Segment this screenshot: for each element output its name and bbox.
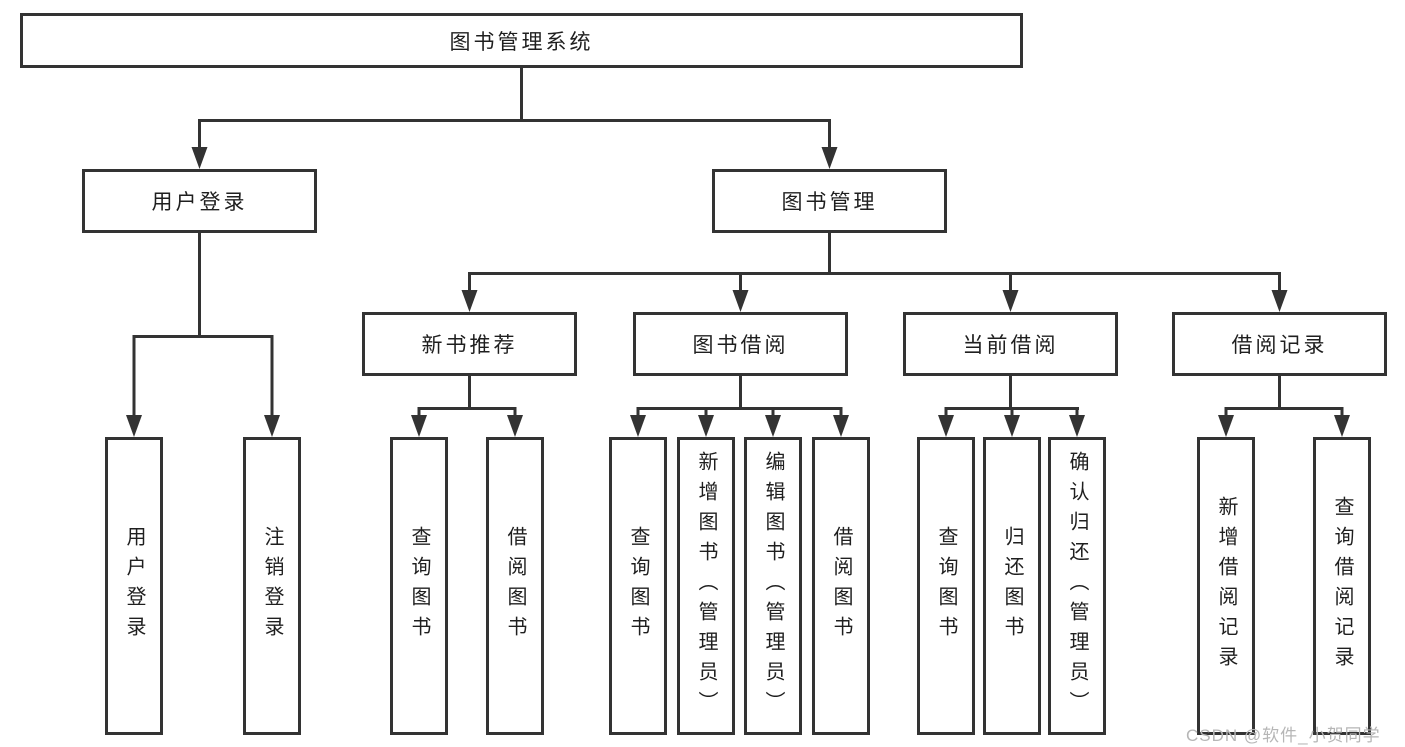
node-label: 新书推荐 <box>421 334 518 357</box>
leaf-confirm-return-admin: 确认归还（管理员） <box>1048 437 1106 735</box>
leaf-label: 借阅图书 <box>830 526 852 646</box>
leaf-label: 查询图书 <box>408 526 430 646</box>
leaf-label: 查询图书 <box>935 526 957 646</box>
leaf-label: 编辑图书（管理员） <box>762 451 784 721</box>
leaf-label: 借阅图书 <box>504 526 526 646</box>
connector-book-borrow-to-leaves <box>630 374 849 437</box>
node-user-login: 用户登录 <box>82 169 317 233</box>
connector-new-book-recommend-to-leaves <box>411 374 523 437</box>
node-label: 图书借阅 <box>692 334 789 357</box>
leaf-borrow-books-recommend: 借阅图书 <box>486 437 544 735</box>
leaf-edit-book-admin: 编辑图书（管理员） <box>744 437 802 735</box>
leaf-return-book: 归还图书 <box>983 437 1041 735</box>
leaf-query-books-borrow: 查询图书 <box>609 437 667 735</box>
node-borrow-records: 借阅记录 <box>1172 312 1387 376</box>
watermark: CSDN @软件_小贺同学 <box>1186 726 1381 745</box>
leaf-user-login: 用户登录 <box>105 437 163 735</box>
node-label: 图书管理 <box>781 191 878 214</box>
node-label: 用户登录 <box>151 191 248 214</box>
node-library-system: 图书管理系统 <box>20 13 1023 68</box>
node-book-management: 图书管理 <box>712 169 947 233</box>
leaf-borrow-books: 借阅图书 <box>812 437 870 735</box>
node-current-borrow: 当前借阅 <box>903 312 1118 376</box>
node-new-book-recommend: 新书推荐 <box>362 312 577 376</box>
leaf-query-books-recommend: 查询图书 <box>390 437 448 735</box>
leaf-label: 查询图书 <box>627 526 649 646</box>
leaf-logout: 注销登录 <box>243 437 301 735</box>
leaf-query-books-current: 查询图书 <box>917 437 975 735</box>
connector-root-to-level1 <box>191 66 838 169</box>
leaf-label: 确认归还（管理员） <box>1066 451 1088 721</box>
node-label: 图书管理系统 <box>449 30 594 54</box>
node-book-borrow: 图书借阅 <box>633 312 848 376</box>
leaf-label: 归还图书 <box>1001 526 1023 646</box>
connector-borrow-records-to-leaves <box>1218 374 1350 437</box>
leaf-label: 用户登录 <box>123 526 145 646</box>
connector-user-login-to-leaves <box>126 231 280 437</box>
leaf-add-book-admin: 新增图书（管理员） <box>677 437 735 735</box>
leaf-label: 查询借阅记录 <box>1331 496 1353 676</box>
connector-current-borrow-to-leaves <box>938 374 1085 437</box>
leaf-query-borrow-record: 查询借阅记录 <box>1313 437 1371 735</box>
node-label: 借阅记录 <box>1231 334 1328 357</box>
leaf-add-borrow-record: 新增借阅记录 <box>1197 437 1255 735</box>
leaf-label: 新增借阅记录 <box>1215 496 1237 676</box>
leaf-label: 注销登录 <box>261 526 283 646</box>
connector-book-management-to-groups <box>461 231 1288 312</box>
leaf-label: 新增图书（管理员） <box>695 451 717 721</box>
node-label: 当前借阅 <box>962 334 1059 357</box>
